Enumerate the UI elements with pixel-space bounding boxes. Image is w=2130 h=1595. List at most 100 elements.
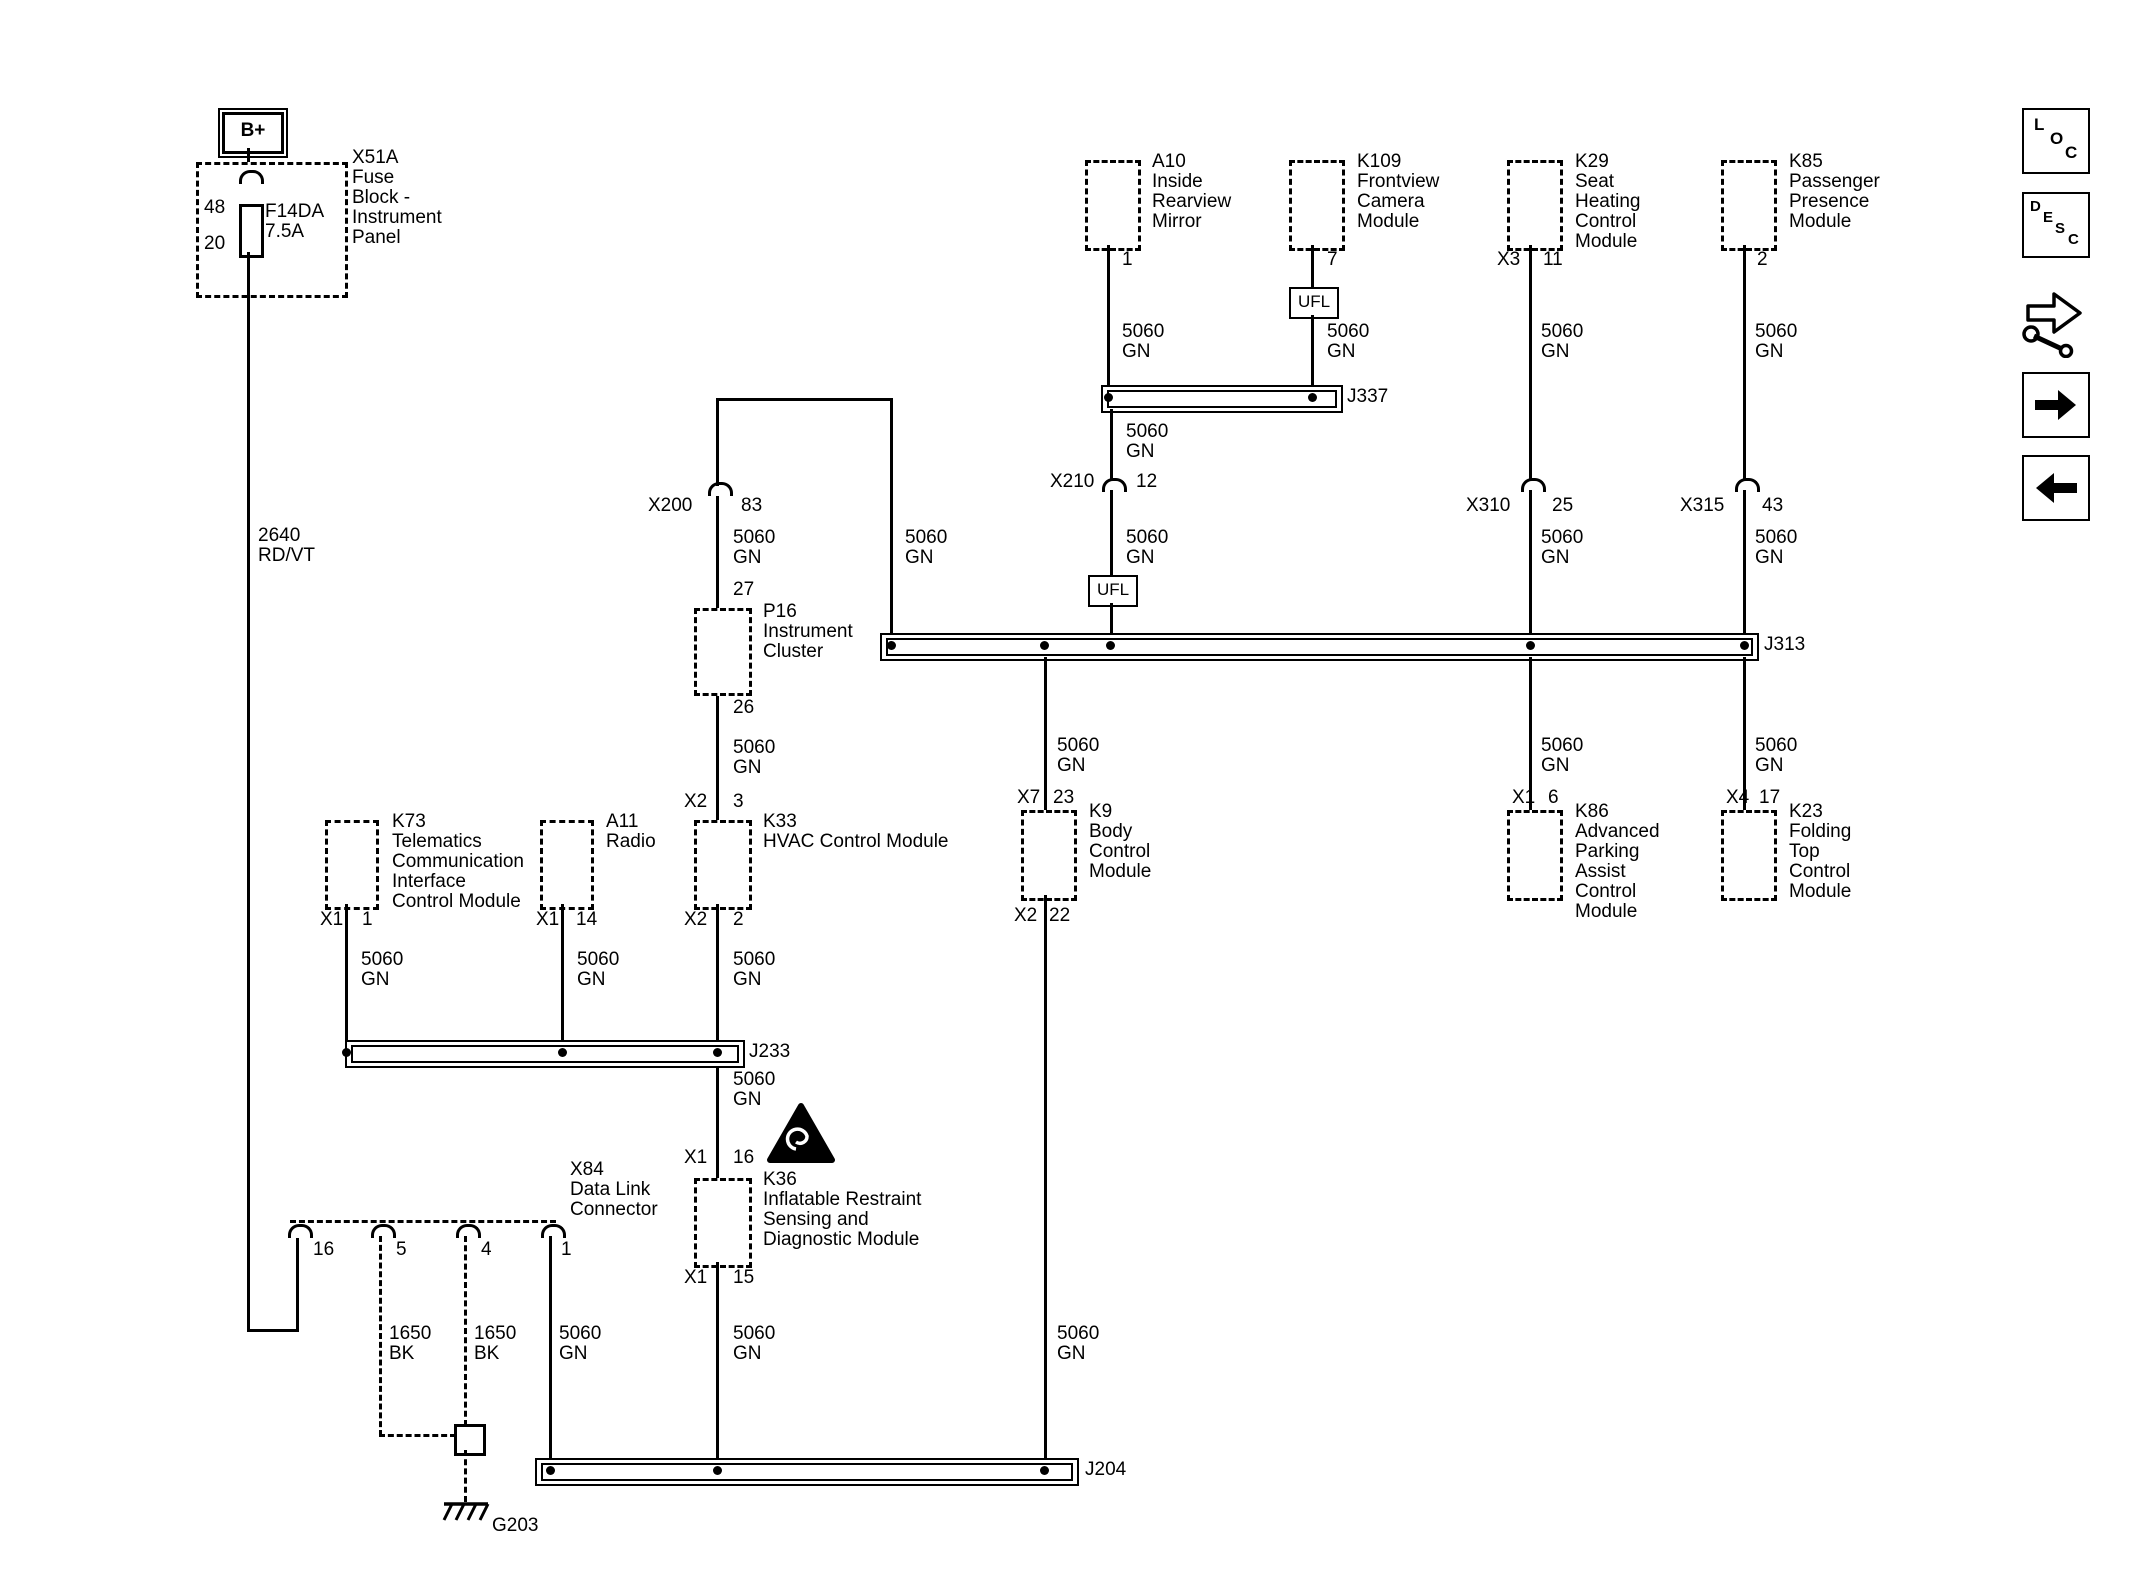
splice-label-j313: J313 [1764,634,1806,655]
x84-pin-5: 5 [396,1239,407,1260]
x84-pin-4: 4 [481,1239,492,1260]
k85-pin: 2 [1757,249,1768,270]
wire-5060-gn [1529,490,1532,635]
wire-circuit: 2640 [258,525,301,546]
wire-color: GN [733,969,762,990]
wire-label-5060-gn: 5060 GN [559,1324,601,1364]
wire-circuit: 5060 [733,1323,776,1344]
ground-splice-box [454,1424,486,1456]
wire-color: GN [1755,341,1784,362]
k36-conn-top: X1 [684,1147,708,1168]
module-box-k23 [1721,810,1777,901]
k23-conn: X4 [1726,787,1750,808]
fuse-icon [239,204,264,258]
desc-letter: E [2043,209,2054,226]
k73-conn: X1 [320,909,344,930]
wire-segment [1311,245,1314,289]
wire-circuit: 5060 [1755,735,1798,756]
repair-wrench-arrow-icon[interactable] [2018,282,2090,358]
wire-label-5060-gn: 5060 GN [1541,736,1583,776]
right-arrow-head [2058,390,2076,420]
k36-pin-top: 16 [733,1147,755,1168]
wire-label-5060-gn: 5060 GN [733,950,775,990]
k9-pin-bottom: 22 [1049,905,1071,926]
module-id: P16 [763,601,797,622]
k9-pin-top: 23 [1053,787,1075,808]
module-label-k73: K73 Telematics Communication Interface C… [392,811,524,912]
splice-bar-j204 [535,1458,1079,1486]
splice-label-j204: J204 [1085,1459,1127,1480]
module-id: K109 [1357,151,1402,172]
wire-2640-vertical [247,252,250,1329]
battery-positive-symbol: B+ [218,108,288,158]
k29-pin: 11 [1543,249,1563,270]
module-id: A11 [606,811,639,832]
a11-conn: X1 [536,909,560,930]
wire-color: GN [733,547,762,568]
p16-pin-top: 27 [733,579,755,600]
connector-label-x210: X210 [1050,471,1095,492]
wire-circuit: 5060 [577,949,620,970]
left-arrow-head [2036,473,2054,503]
module-box-k86 [1507,810,1563,901]
module-box-a10 [1085,160,1141,251]
module-label-k9: K9 Body Control Module [1089,801,1152,882]
k23-pin: 17 [1759,787,1781,808]
wire-circuit: 5060 [1755,321,1798,342]
a10-pin: 1 [1122,249,1133,270]
k33-conn-top: X2 [684,791,708,812]
wire-color: RD/VT [258,545,315,566]
wire-5060-gn [1529,657,1532,810]
connector-arc-icon [1735,478,1760,492]
wire-circuit: 1650 [474,1323,517,1344]
previous-page-button[interactable] [2022,455,2090,521]
description-view-button[interactable]: D E S C [2022,192,2090,258]
fuse-block-id: X51A [352,147,399,168]
wire-circuit: 5060 [1327,321,1370,342]
k36-pin-bottom: 15 [733,1267,755,1288]
wire-label-5060-gn: 5060 GN [1057,1324,1099,1364]
wire-color: BK [389,1343,415,1364]
module-label-k109: K109 Frontview Camera Module [1357,151,1440,232]
location-view-button[interactable]: L O C [2022,108,2090,174]
wire-label-5060-gn: 5060 GN [1057,736,1099,776]
module-id: K33 [763,811,797,832]
desc-letter: D [2030,198,2041,215]
wire-color: GN [1126,547,1155,568]
wire-color: GN [1541,755,1570,776]
wire-color: GN [577,969,606,990]
k86-conn: X1 [1512,787,1536,808]
connector-pin-x210: 12 [1136,471,1158,492]
wire-color: GN [1057,755,1086,776]
wire-5060-gn [716,1062,719,1180]
connector-label-x315: X315 [1680,495,1725,516]
wire-color: GN [733,1089,762,1110]
junction-dot [546,1466,555,1475]
wire-5060-gn [561,904,564,1040]
wire-circuit: 5060 [1126,527,1169,548]
x84-label: X84 Data Link Connector [570,1159,658,1220]
splice-label-j233: J233 [749,1041,791,1062]
module-label-k86: K86 Advanced Parking Assist Control Modu… [1575,801,1660,922]
module-box-k109 [1289,160,1345,251]
wire-label-1650-bk: 1650 BK [474,1324,516,1364]
wire-color: BK [474,1343,500,1364]
x84-id: X84 [570,1159,604,1180]
desc-letter: S [2055,220,2066,237]
connector-arc-icon [541,1224,566,1238]
module-box-k33 [694,820,752,910]
ground-label: G203 [492,1515,539,1536]
connector-arc-icon [239,170,264,184]
module-label-k36: K36 Inflatable Restraint Sensing and Dia… [763,1169,922,1250]
k9-conn-top: X7 [1017,787,1041,808]
module-box-k9 [1021,810,1077,901]
fuse-pin-top: 48 [204,197,226,218]
wire-circuit: 5060 [1541,527,1584,548]
junction-dot [1308,393,1317,402]
k86-pin: 6 [1548,787,1559,808]
wire-circuit: 5060 [1057,735,1100,756]
wire-segment [247,1329,299,1332]
wire-label-5060-gn: 5060 GN [1126,422,1168,462]
next-page-button[interactable] [2022,372,2090,438]
